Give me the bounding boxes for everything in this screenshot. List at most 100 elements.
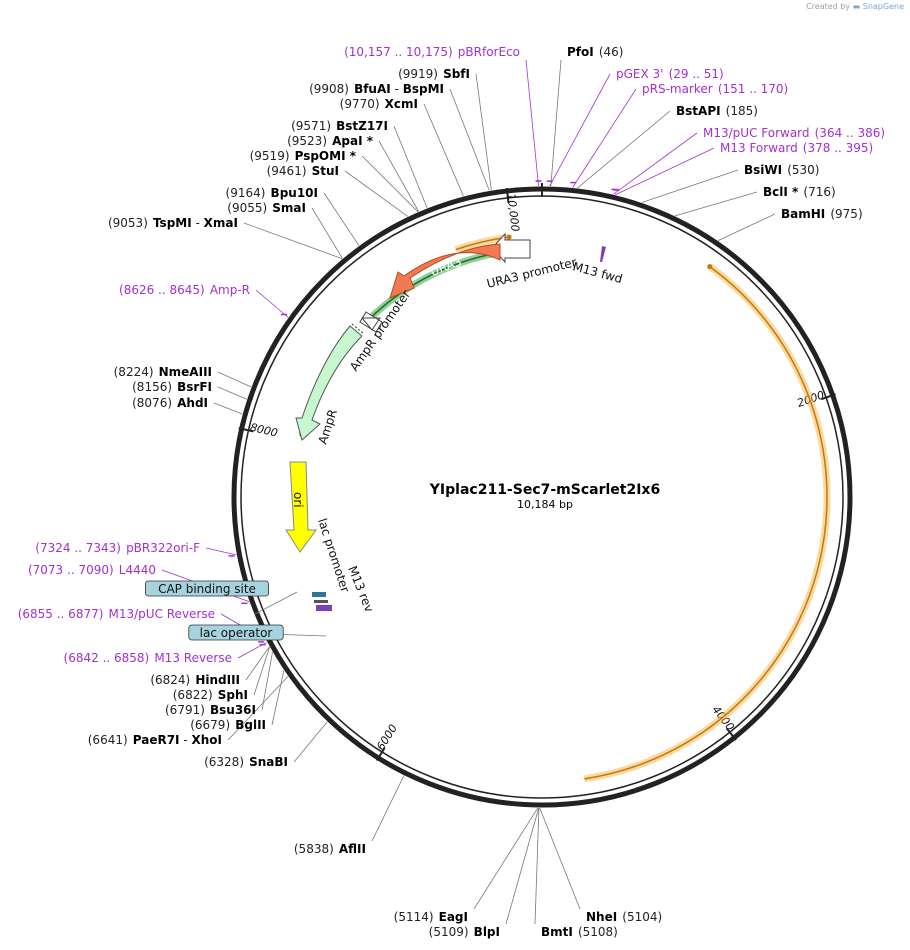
site-name2-3: BspMI — [403, 82, 444, 96]
site-text-3: (9908) BfuAI - BspMI — [309, 78, 444, 97]
site-label-38: BsiWI (530) — [744, 159, 819, 178]
site-text-22: (6824) HindIII — [150, 669, 240, 688]
site-pos-4: (9770) — [340, 97, 380, 111]
site-text-24: (6791) Bsu36I — [165, 699, 256, 718]
site-pos-23: (6822) — [173, 688, 213, 702]
snapgene-credit: Created by ▬ SnapGene — [806, 2, 904, 11]
site-pos-38: (530) — [787, 163, 819, 177]
leader-0 — [525, 59, 539, 187]
site-label-15: (8076) AhdI — [132, 396, 208, 410]
site-text-26: (6641) PaeR7I - XhoI — [88, 729, 222, 748]
site-name2-11: XmaI — [204, 216, 238, 230]
site-pos-11: (9053) — [108, 216, 148, 230]
site-pos-26: (6641) — [88, 733, 128, 747]
site-label-0: (10,157 .. 10,175) pBRforEco — [344, 45, 520, 59]
site-name-7: PspOMI * — [295, 149, 357, 163]
site-name-26: PaeR7I — [133, 733, 180, 747]
tick-label-6000: 6000 — [374, 722, 400, 753]
credit-prefix: Created by — [806, 2, 851, 11]
site-label-31: BmtI (5108) — [541, 925, 618, 939]
site-text-38: BsiWI (530) — [744, 159, 819, 178]
site-pos-1: (46) — [599, 45, 624, 59]
tick-4000 — [725, 727, 737, 741]
site-name-38: BsiWI — [744, 163, 782, 177]
site-pos-7: (9519) — [250, 149, 290, 163]
site-pos-29: (5114) — [394, 910, 434, 924]
feature-arc-mScarlet2Ix6 — [583, 263, 831, 783]
site-name-29: EagI — [439, 910, 468, 924]
site-pos-39: (716) — [803, 185, 835, 199]
feature-arc-tip-top — [506, 234, 512, 240]
tick-2000 — [821, 393, 836, 401]
leader-30 — [505, 807, 540, 925]
site-label-30: (5109) BlpI — [429, 925, 500, 939]
site-label-3: (9908) BfuAI - BspMI — [309, 78, 444, 97]
site-pos-2: (9919) — [398, 67, 438, 81]
site-pos-13: (8224) — [114, 365, 154, 379]
tick-6000 — [375, 747, 386, 761]
site-text-2: (9919) SbfI — [398, 63, 470, 82]
leader-9 — [323, 192, 360, 246]
site-name-16: pBR322ori-F — [126, 541, 200, 555]
site-name-12: Amp-R — [210, 283, 250, 297]
leader-5 — [393, 125, 428, 209]
leader-25 — [271, 670, 285, 726]
m13-fwd-mark — [600, 246, 606, 262]
site-name-3: BfuAI — [354, 82, 391, 96]
site-pos-21: (6842 .. 6858) — [64, 651, 150, 665]
site-label-13: (8224) NmeAIII — [114, 361, 212, 380]
site-label-11: (9053) TspMI - XmaI — [108, 216, 238, 230]
site-label-2: (9919) SbfI — [398, 63, 470, 82]
leader-1 — [550, 59, 562, 187]
leader-32 — [539, 807, 581, 910]
site-pos-14: (8156) — [132, 380, 172, 394]
site-label-35: BstAPI (185) — [676, 104, 758, 118]
site-label-18: CAP binding site — [144, 580, 269, 597]
leader-37 — [615, 147, 715, 196]
site-name-25: BglII — [235, 718, 266, 732]
site-pos-33: (29 .. 51) — [669, 67, 724, 81]
leader-27 — [293, 721, 328, 763]
site-pos-5: (9571) — [291, 119, 331, 133]
leader-12 — [255, 289, 289, 318]
leader-28 — [371, 775, 405, 842]
tick-label-8000: 8000 — [249, 421, 279, 440]
site-name-19: M13/pUC Reverse — [109, 607, 216, 621]
site-pos-40: (975) — [830, 207, 862, 221]
tick-10000 — [505, 187, 510, 204]
cap-site-mark — [312, 592, 326, 597]
site-label-39: BclI * (716) — [763, 185, 836, 199]
site-label-20: lac operator — [188, 624, 284, 641]
feature-box-20 — [188, 624, 284, 641]
site-label-14: (8156) BsrFI — [132, 380, 212, 394]
site-name-17: L4440 — [119, 563, 156, 577]
site-pos-36: (364 .. 386) — [815, 126, 885, 140]
site-pos-15: (8076) — [132, 396, 172, 410]
site-pos-0: (10,157 .. 10,175) — [344, 45, 453, 59]
leader-3 — [449, 88, 490, 191]
site-label-37: M13 Forward (378 .. 395) — [720, 141, 873, 155]
site-label-8: (9461) StuI — [267, 164, 339, 178]
site-text-4: (9770) XcmI — [340, 93, 418, 112]
site-text-13: (8224) NmeAIII — [114, 361, 212, 380]
site-label-5: (9571) BstZ17I — [291, 119, 388, 133]
site-name-28: AflII — [339, 842, 366, 856]
site-name-34: pRS-marker — [642, 82, 713, 96]
site-text-17: (7073 .. 7090) L4440 — [28, 559, 156, 578]
site-label-29: (5114) EagI — [394, 910, 468, 924]
leader-18 — [253, 591, 298, 615]
site-pos-10: (9055) — [227, 201, 267, 215]
ampr-arrow — [295, 325, 363, 441]
leader-11 — [243, 222, 343, 260]
site-name-31: BmtI — [541, 925, 573, 939]
site-name-27: SnaBI — [249, 755, 288, 769]
site-label-24: (6791) Bsu36I — [165, 699, 256, 718]
leader-10 — [311, 207, 343, 259]
site-text-7: (9519) PspOMI * — [250, 145, 357, 164]
site-pos-6: (9523) — [287, 134, 327, 148]
site-pos-8: (9461) — [267, 164, 307, 178]
site-label-36: M13/pUC Forward (364 .. 386) — [703, 126, 885, 140]
site-label-10: (9055) SmaI — [227, 201, 306, 215]
site-pos-25: (6679) — [190, 718, 230, 732]
site-pos-3: (9908) — [309, 82, 349, 96]
